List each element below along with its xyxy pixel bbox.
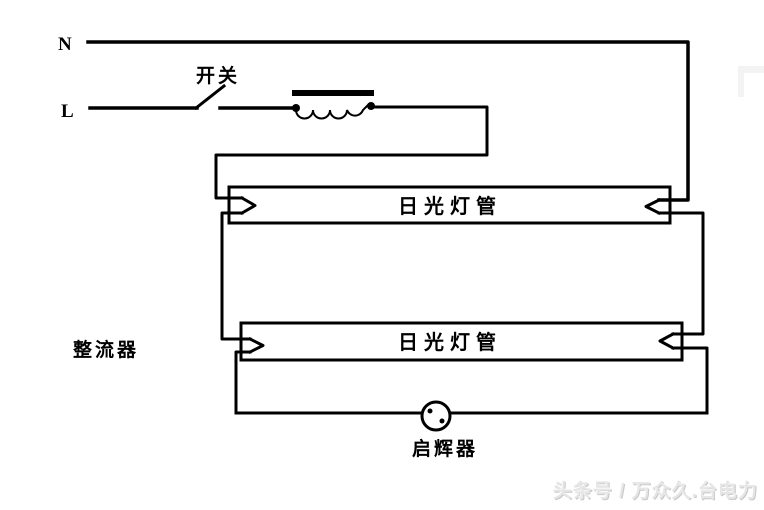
neutral-wire <box>86 40 690 202</box>
starter-label: 启辉器 <box>412 437 478 460</box>
neutral-label: N <box>58 34 72 55</box>
tube2-to-tube1-right-wire <box>657 211 705 336</box>
live-label: L <box>61 101 74 122</box>
tube2-label: 日光灯管 <box>398 330 502 354</box>
tube2-left-down-wire <box>234 350 252 415</box>
tube1-label: 日光灯管 <box>398 194 502 218</box>
fluorescent-tube-1 <box>227 185 672 225</box>
ballast-coil <box>295 104 369 120</box>
switch-label: 开关 <box>196 64 240 87</box>
tube1-right-electrode <box>644 197 662 216</box>
tube2-left-electrode <box>247 336 265 355</box>
ballast-core-bar <box>292 90 374 96</box>
ballast-terminal-left <box>292 104 300 112</box>
starter-contact-dot-1 <box>427 408 433 414</box>
ballast-label: 整流器 <box>73 338 139 361</box>
tube2-right-electrode <box>658 331 676 351</box>
starter-symbol <box>420 400 452 432</box>
ballast-return-wire <box>214 105 489 200</box>
switch-blade <box>193 83 227 111</box>
watermark-text: 头条号 / 万众久.台电力 <box>552 481 758 502</box>
tube1-left-electrode <box>239 195 257 216</box>
tube1-to-tube2-left-wire <box>220 211 252 341</box>
starter-contact-dot-2 <box>439 418 445 424</box>
watermark-fragment <box>738 66 764 97</box>
fluorescent-tube-2 <box>239 321 684 362</box>
tube2-right-down-wire <box>671 346 709 415</box>
